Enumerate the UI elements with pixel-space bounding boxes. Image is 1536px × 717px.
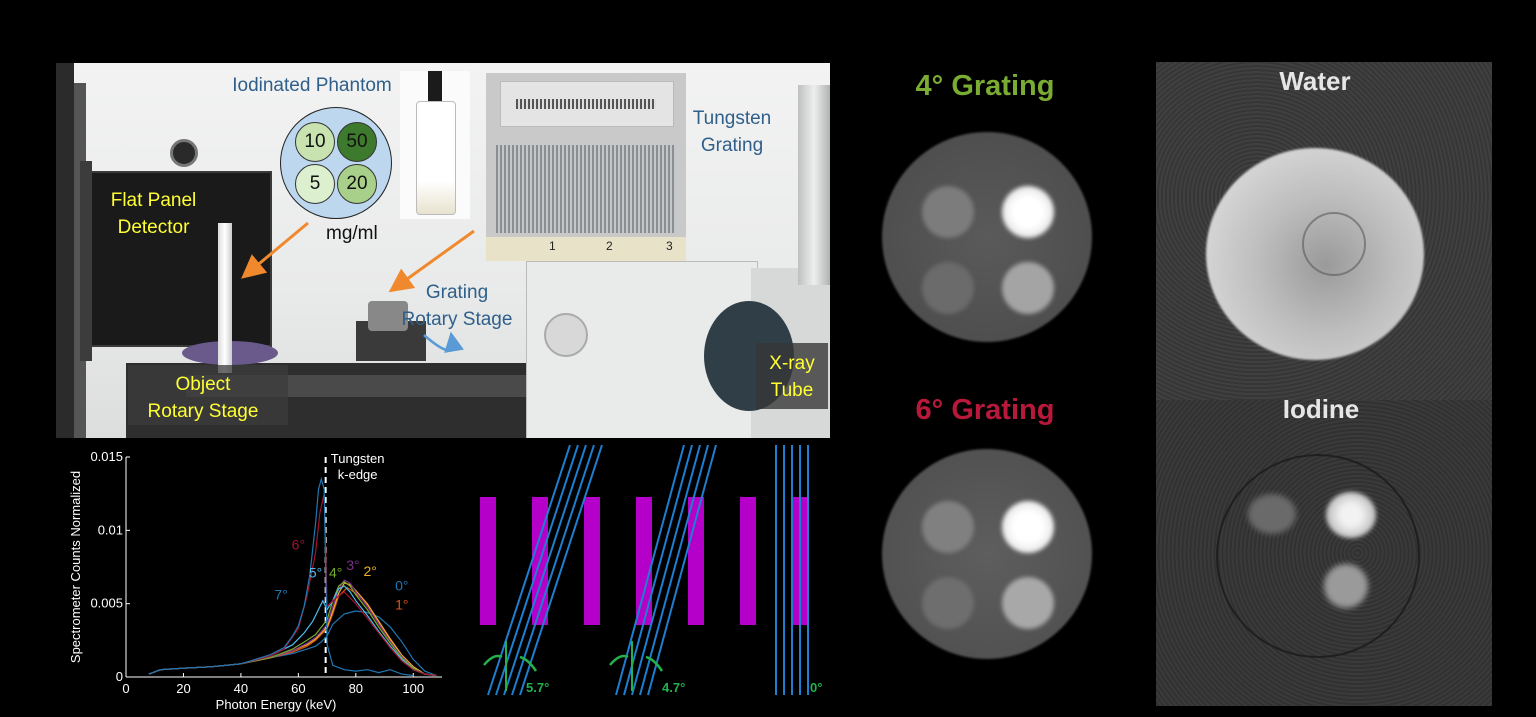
x-axis-label: Photon Energy (keV) — [216, 697, 337, 712]
insert-50 — [1002, 186, 1054, 238]
water-image — [1156, 62, 1492, 400]
photo-arrows — [241, 221, 475, 353]
insert-10 — [922, 501, 974, 553]
angle-arrow-right — [519, 655, 538, 672]
series-label-1deg: 1° — [395, 597, 408, 613]
water-ring-artifact — [1302, 212, 1366, 276]
insert-5 — [922, 577, 974, 629]
angle-arrow-left — [483, 654, 503, 666]
angle-label-2: 0° — [810, 680, 822, 695]
series-label-4deg: 4° — [329, 564, 342, 580]
grating-arrow — [388, 229, 475, 293]
xray-tube-cylinder — [798, 85, 830, 285]
beam-lines-4-7 — [647, 445, 717, 696]
beam-lines-5-7 — [511, 445, 595, 696]
x-tick-label: 60 — [291, 681, 305, 696]
phantom-title: Iodinated Phantom — [232, 75, 392, 96]
iodine-insert-10 — [1248, 494, 1296, 534]
camera-lens — [170, 139, 198, 167]
beam-lines-4-7 — [631, 445, 701, 696]
beam-lines-5-7 — [519, 445, 603, 696]
grating-bar — [688, 497, 704, 625]
angle-label-1: 4.7° — [662, 680, 685, 695]
iodine-image — [1156, 400, 1492, 706]
angle-arrow-right — [645, 655, 664, 672]
beam-lines-4-7 — [623, 445, 693, 696]
series-label-3deg: 3° — [346, 557, 359, 573]
series-label-7deg: 7° — [274, 586, 287, 602]
detector-housing — [80, 161, 92, 361]
angle-arrow-left — [609, 654, 629, 666]
insert-50 — [1002, 501, 1054, 553]
recon-4-degree-image — [878, 128, 1096, 346]
x-tick-label: 0 — [122, 681, 129, 696]
beam-lines-5-7 — [495, 445, 579, 696]
k-edge-label: Tungsten — [331, 451, 385, 466]
grating-bar — [584, 497, 600, 625]
xray-tube-knob — [544, 313, 588, 357]
object-stage-label-bg — [128, 365, 288, 425]
series-label-6deg: 6° — [292, 536, 305, 552]
grating-schematic: 5.7° 4.7° 0° — [480, 445, 822, 696]
series-label-2deg: 2° — [363, 563, 376, 579]
vial-5: 5 — [295, 164, 335, 204]
frame-left — [56, 63, 74, 438]
ruler-number-3: 3 — [666, 239, 673, 253]
vial-50: 50 — [337, 122, 377, 162]
insert-20 — [1002, 262, 1054, 314]
y-axis-label: Spectrometer Counts Normalized — [68, 471, 83, 663]
insert-5 — [922, 262, 974, 314]
y-tick-label: 0.005 — [90, 596, 123, 611]
water-title: Water — [1279, 66, 1351, 96]
grating-bar — [480, 497, 496, 625]
y-tick-label: 0.015 — [90, 449, 123, 464]
x-tick-label: 80 — [349, 681, 363, 696]
syringe — [218, 223, 232, 373]
grating-bar — [636, 497, 652, 625]
grating-bar — [740, 497, 756, 625]
iodine-outline — [1216, 454, 1420, 658]
ruler-number-2: 2 — [606, 239, 613, 253]
beam-lines-4-7 — [615, 445, 685, 696]
insert-10 — [922, 186, 974, 238]
rotation-arrow — [423, 331, 464, 353]
x-tick-label: 20 — [176, 681, 190, 696]
y-tick-label: 0.01 — [98, 522, 123, 537]
angle-label-0: 5.7° — [526, 680, 549, 695]
iodine-insert-50 — [1326, 492, 1376, 538]
y-tick-label: 0 — [116, 669, 123, 684]
series-line-7deg — [148, 476, 414, 677]
grating-photo: 1 2 3 — [486, 73, 686, 261]
iodine-insert-20 — [1324, 564, 1368, 608]
series-label-5deg: 5° — [309, 564, 322, 580]
k-edge-label: k-edge — [338, 467, 378, 482]
series-label-0deg: 0° — [395, 577, 408, 593]
phantom-unit: mg/ml — [326, 223, 378, 244]
vial-10: 10 — [295, 122, 335, 162]
ruler-number-1: 1 — [549, 239, 556, 253]
phantom-diagram: 10 50 5 20 — [280, 107, 392, 219]
phantom-arrow — [241, 221, 309, 279]
beam-lines-5-7 — [503, 445, 587, 696]
recon-6-degree-image — [878, 445, 1096, 663]
vial-20: 20 — [337, 164, 377, 204]
beam-lines-4-7 — [639, 445, 709, 696]
title-6-degree: 6° Grating — [915, 394, 1055, 426]
tube-label-bg — [756, 343, 828, 409]
grating-stage-head — [368, 301, 408, 331]
insert-20 — [1002, 577, 1054, 629]
x-tick-label: 40 — [234, 681, 248, 696]
iodine-title: Iodine — [1282, 394, 1360, 424]
title-4-degree: 4° Grating — [915, 70, 1055, 102]
experimental-setup-photo: 1 2 3 Iodinated Phantom 10 50 5 20 mg/ml… — [56, 63, 830, 438]
vial-photo — [400, 71, 470, 219]
beam-lines-5-7 — [487, 445, 571, 696]
x-tick-label: 100 — [402, 681, 424, 696]
